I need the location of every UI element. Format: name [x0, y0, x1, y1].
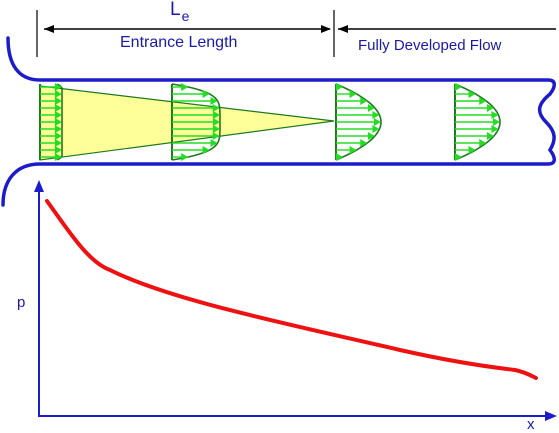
le-subscript: e — [181, 8, 190, 24]
arrow-head — [367, 132, 375, 140]
velocity-profiles — [39, 83, 501, 161]
arrow-head — [55, 118, 62, 126]
arrow-head — [210, 97, 218, 105]
arrow-head — [349, 146, 357, 154]
arrow-head — [479, 139, 487, 147]
arrow-head — [55, 139, 62, 147]
pipe-bottom-wall — [1, 148, 556, 207]
arrow-head — [486, 104, 494, 112]
arrow-head — [181, 83, 189, 91]
arrow-head — [367, 104, 375, 112]
arrow-head — [181, 153, 189, 161]
profile-developed-1 — [335, 83, 382, 161]
profile-developed-2 — [454, 83, 501, 161]
arrow-head — [202, 146, 210, 154]
arrow-head — [493, 118, 500, 126]
arrow-head — [360, 139, 368, 147]
arrow-head — [210, 139, 218, 147]
arrow-head — [454, 83, 462, 91]
arrow-head — [468, 90, 476, 98]
profile-developing — [171, 83, 221, 161]
arrow-head — [360, 97, 368, 105]
arrow-head — [335, 83, 343, 91]
arrow-head — [479, 97, 487, 105]
p-axis-label: p — [17, 294, 26, 311]
pipe-cut-end — [537, 92, 556, 152]
pipe — [1, 36, 556, 207]
x-axis-label: x — [527, 416, 535, 433]
arrow-head — [454, 153, 462, 161]
arrow-head — [202, 90, 210, 98]
arrow-head — [55, 97, 62, 105]
arrow-head — [491, 111, 499, 119]
arrow-head — [486, 132, 494, 140]
profile-inlet — [39, 83, 63, 161]
arrow-head — [55, 132, 62, 140]
arrow-head — [54, 83, 62, 91]
pressure-curve — [45, 199, 538, 380]
arrow-head — [55, 111, 62, 119]
arrow-head — [212, 111, 220, 119]
arrow-head — [212, 104, 220, 112]
entrance-length-label: Entrance Length — [120, 34, 238, 51]
dimension-lines — [36, 10, 556, 57]
arrow-head — [213, 118, 220, 126]
arrow-head — [55, 104, 62, 112]
arrow-head — [54, 153, 62, 161]
inviscid-core — [39, 85, 335, 161]
arrow-head — [372, 125, 380, 133]
arrow-head — [491, 125, 499, 133]
arrow-head — [55, 125, 62, 133]
pipe-top-wall — [6, 36, 556, 96]
arrow-head — [212, 125, 220, 133]
arrow-head — [55, 146, 62, 154]
arrow-head — [212, 132, 220, 140]
arrow-head — [55, 90, 62, 98]
le-main: L — [170, 0, 181, 20]
arrow-head — [468, 146, 476, 154]
arrow-head — [335, 153, 343, 161]
arrow-head — [372, 111, 380, 119]
le-label: Le — [170, 0, 190, 24]
pressure-plot — [34, 180, 557, 421]
fully-developed-label: Fully Developed Flow — [358, 37, 502, 54]
arrow-head — [349, 90, 357, 98]
arrow-head — [374, 118, 381, 126]
